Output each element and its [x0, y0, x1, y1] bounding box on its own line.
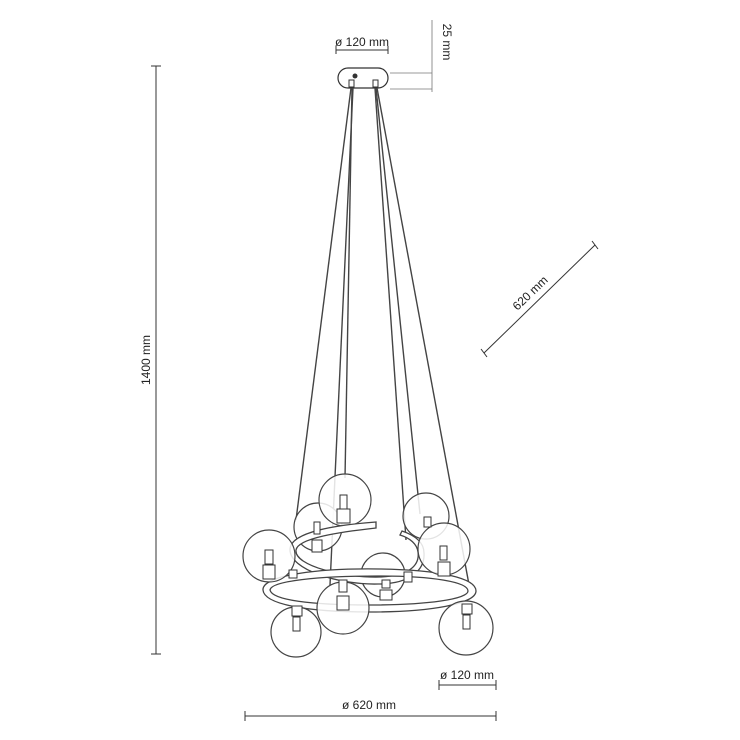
spiral-diagonal-line	[483, 244, 596, 354]
fixture-diameter-dimension: ø 620 mm	[244, 698, 497, 721]
total-height-label: 1400 mm	[139, 335, 153, 385]
canopy-height-label: 25 mm	[440, 24, 454, 61]
spiral-diagonal-label: 620 mm	[510, 273, 551, 313]
canopy-diameter-label: ø 120 mm	[335, 35, 389, 49]
total-height-dimension: 1400 mm	[139, 65, 161, 655]
globe-diameter-dimension: ø 120 mm	[438, 668, 497, 690]
canopy	[337, 67, 389, 89]
spiral-diagonal-dimension: 620 mm	[480, 240, 599, 358]
canopy-diameter-dimension: ø 120 mm	[335, 35, 389, 54]
sockets	[262, 494, 473, 632]
canopy-height-dimension: 25 mm	[390, 20, 454, 92]
fixture-diameter-label: ø 620 mm	[342, 698, 396, 712]
globe-diameter-label: ø 120 mm	[440, 668, 494, 682]
